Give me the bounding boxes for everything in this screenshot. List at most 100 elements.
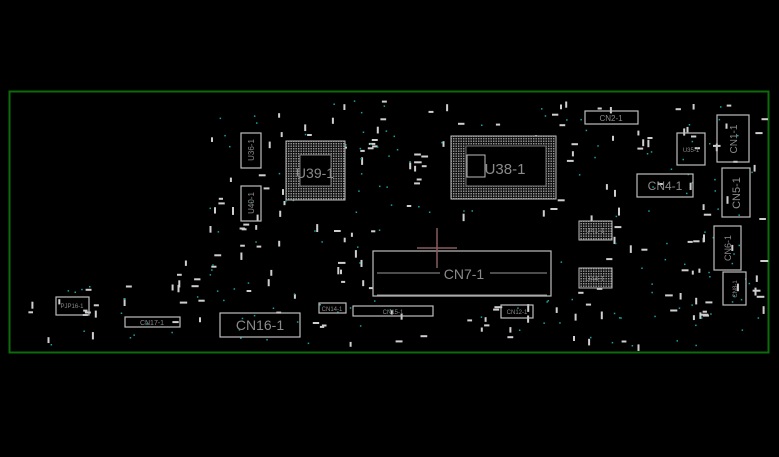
small-part[interactable]	[725, 123, 728, 129]
small-part[interactable]	[686, 126, 689, 133]
small-part[interactable]	[91, 332, 94, 340]
part-u40[interactable]: U40-1	[240, 185, 262, 222]
small-part[interactable]	[263, 187, 270, 190]
small-part[interactable]	[343, 104, 346, 111]
small-part[interactable]	[349, 341, 352, 347]
small-part[interactable]	[446, 104, 449, 112]
small-part[interactable]	[316, 224, 319, 233]
small-part[interactable]	[753, 164, 756, 172]
small-part[interactable]	[400, 313, 403, 320]
small-part[interactable]	[702, 310, 707, 313]
small-part[interactable]	[679, 293, 682, 300]
small-part[interactable]	[705, 301, 713, 304]
small-part[interactable]	[198, 299, 205, 302]
small-part[interactable]	[552, 113, 559, 116]
small-part[interactable]	[409, 162, 412, 170]
small-part[interactable]	[756, 295, 765, 298]
small-part[interactable]	[58, 299, 61, 305]
small-part[interactable]	[614, 226, 622, 229]
small-part[interactable]	[123, 298, 126, 307]
small-part[interactable]	[211, 137, 213, 142]
small-part[interactable]	[606, 258, 613, 261]
small-part[interactable]	[605, 184, 608, 190]
small-part[interactable]	[689, 182, 692, 190]
small-part[interactable]	[279, 210, 282, 217]
small-part[interactable]	[414, 161, 422, 164]
small-part[interactable]	[467, 319, 473, 322]
small-part[interactable]	[695, 297, 698, 305]
small-part[interactable]	[665, 294, 673, 297]
small-part[interactable]	[609, 107, 612, 114]
part-cn6[interactable]: CN6-1	[713, 225, 742, 271]
small-part[interactable]	[629, 245, 632, 253]
small-part[interactable]	[692, 315, 695, 321]
small-part[interactable]	[571, 151, 574, 157]
small-part[interactable]	[550, 208, 558, 210]
small-part[interactable]	[670, 309, 678, 312]
small-part[interactable]	[414, 153, 421, 156]
small-part[interactable]	[47, 337, 50, 344]
small-part[interactable]	[565, 101, 568, 108]
small-part[interactable]	[368, 287, 374, 290]
small-part[interactable]	[184, 260, 187, 266]
small-part[interactable]	[637, 344, 640, 351]
small-part[interactable]	[343, 237, 346, 243]
small-part[interactable]	[762, 306, 765, 314]
small-part[interactable]	[683, 128, 686, 136]
small-part[interactable]	[480, 327, 483, 332]
small-part[interactable]	[759, 218, 766, 220]
small-part[interactable]	[172, 321, 179, 324]
small-part[interactable]	[371, 139, 378, 141]
small-part[interactable]	[94, 310, 97, 318]
small-part[interactable]	[283, 201, 286, 206]
small-part[interactable]	[179, 301, 188, 304]
small-part[interactable]	[675, 108, 681, 111]
small-part[interactable]	[555, 307, 558, 313]
small-part[interactable]	[177, 284, 180, 293]
small-part[interactable]	[702, 204, 705, 211]
small-part[interactable]	[340, 269, 342, 275]
small-part[interactable]	[621, 340, 627, 343]
small-part[interactable]	[194, 278, 201, 281]
small-part[interactable]	[578, 291, 584, 294]
small-part[interactable]	[214, 254, 222, 257]
small-part[interactable]	[256, 214, 259, 222]
small-part[interactable]	[381, 100, 387, 103]
small-part[interactable]	[293, 294, 296, 299]
small-part[interactable]	[574, 313, 577, 321]
part-cn8[interactable]: CN8-1	[722, 271, 747, 306]
small-part[interactable]	[600, 311, 603, 320]
small-part[interactable]	[458, 122, 465, 125]
small-part[interactable]	[354, 250, 357, 258]
small-part[interactable]	[406, 205, 412, 207]
small-part[interactable]	[542, 210, 545, 217]
small-part[interactable]	[573, 336, 575, 342]
small-part[interactable]	[484, 324, 490, 327]
small-part[interactable]	[590, 215, 593, 223]
small-part[interactable]	[211, 265, 217, 268]
small-part[interactable]	[642, 139, 645, 147]
small-part[interactable]	[177, 273, 182, 276]
small-part[interactable]	[258, 174, 266, 177]
small-part[interactable]	[421, 165, 427, 168]
small-part[interactable]	[380, 118, 387, 121]
small-part[interactable]	[494, 306, 503, 309]
part-u36[interactable]: U36-1	[240, 132, 262, 169]
small-part[interactable]	[612, 135, 614, 141]
small-part[interactable]	[442, 141, 445, 147]
small-part[interactable]	[647, 139, 650, 148]
small-part[interactable]	[255, 225, 258, 230]
small-part[interactable]	[754, 287, 757, 296]
small-part[interactable]	[614, 189, 616, 197]
small-part[interactable]	[372, 145, 378, 148]
small-part[interactable]	[246, 290, 252, 292]
small-part[interactable]	[240, 252, 243, 260]
small-part[interactable]	[641, 248, 648, 251]
small-part[interactable]	[367, 147, 374, 150]
small-part[interactable]	[428, 110, 434, 113]
small-part[interactable]	[93, 304, 99, 307]
small-part[interactable]	[361, 157, 364, 165]
small-part[interactable]	[421, 155, 429, 158]
small-part[interactable]	[613, 236, 616, 245]
